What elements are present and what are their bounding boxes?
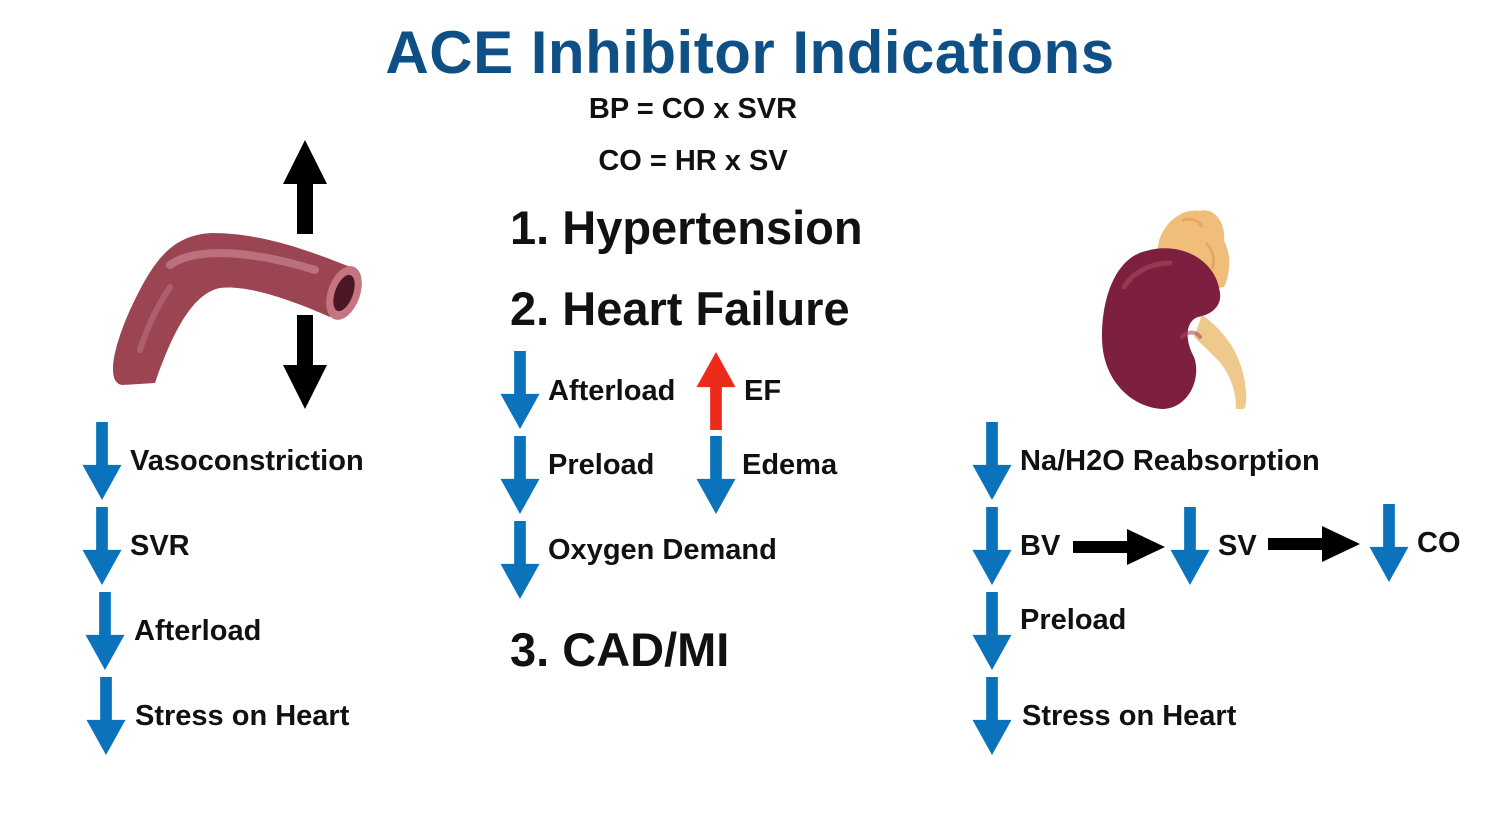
left-effect-vasoconstriction: Vasoconstriction bbox=[130, 445, 364, 477]
blood-vessel-icon bbox=[112, 233, 362, 385]
right-arrow-icon bbox=[1268, 526, 1360, 562]
up-arrow-icon bbox=[283, 140, 327, 234]
right-arrow-icon bbox=[1073, 529, 1165, 565]
hf-ef: EF bbox=[744, 375, 782, 407]
hf-edema: Edema bbox=[742, 449, 838, 481]
down-arrow-icon bbox=[1369, 504, 1409, 582]
down-arrow-icon bbox=[85, 592, 125, 670]
right-effect-preload: Preload bbox=[1020, 604, 1127, 636]
down-arrow-icon bbox=[500, 436, 540, 514]
indication-heart-failure: 2. Heart Failure bbox=[510, 282, 850, 335]
right-effect-bv: BV bbox=[1020, 530, 1061, 562]
down-arrow-icon bbox=[972, 507, 1012, 585]
page-title: ACE Inhibitor Indications bbox=[385, 19, 1115, 86]
right-effect-sv: SV bbox=[1218, 530, 1257, 562]
indication-cad-mi: 3. CAD/MI bbox=[510, 623, 730, 676]
left-effect-svr: SVR bbox=[130, 530, 190, 562]
down-arrow-icon bbox=[972, 592, 1012, 670]
down-arrow-icon bbox=[696, 436, 736, 514]
down-arrow-icon bbox=[500, 521, 540, 599]
left-effect-afterload: Afterload bbox=[134, 615, 262, 647]
hf-preload: Preload bbox=[548, 449, 655, 481]
down-arrow-icon bbox=[972, 422, 1012, 500]
up-arrow-icon bbox=[696, 352, 736, 430]
right-effect-reabsorption: Na/H2O Reabsorption bbox=[1020, 445, 1320, 477]
hf-oxygen-demand: Oxygen Demand bbox=[548, 534, 777, 566]
left-effect-stress-on-heart: Stress on Heart bbox=[135, 700, 350, 732]
co-formula: CO = HR x SV bbox=[598, 145, 788, 177]
bp-formula: BP = CO x SVR bbox=[588, 93, 798, 125]
hf-afterload: Afterload bbox=[548, 375, 676, 407]
down-arrow-icon bbox=[972, 677, 1012, 755]
down-arrow-icon bbox=[1170, 507, 1210, 585]
right-effect-stress-on-heart: Stress on Heart bbox=[1022, 700, 1237, 732]
indication-hypertension: 1. Hypertension bbox=[510, 201, 863, 254]
down-arrow-icon bbox=[82, 507, 122, 585]
down-arrow-icon bbox=[283, 315, 327, 409]
right-effect-co: CO bbox=[1417, 527, 1461, 559]
kidney-icon bbox=[1102, 210, 1247, 409]
down-arrow-icon bbox=[82, 422, 122, 500]
down-arrow-icon bbox=[500, 351, 540, 429]
down-arrow-icon bbox=[86, 677, 126, 755]
